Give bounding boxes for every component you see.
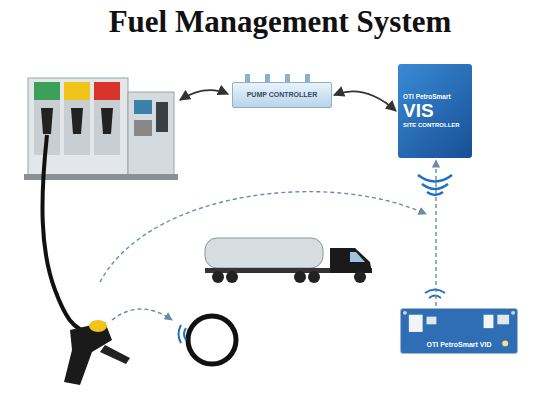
controller-connectors: [245, 74, 310, 82]
node-label: OTI PetroSmart: [403, 93, 451, 100]
fuel-dispenser: [24, 78, 178, 180]
title: Fuel Management System: [0, 4, 560, 40]
wireless-symbol: [418, 175, 452, 195]
node-label: VIS: [403, 100, 434, 122]
site-controller: OTI PetroSmartVISSITE CONTROLLER: [398, 64, 472, 158]
fuel-nozzle: [64, 320, 130, 385]
wireless-symbol: [425, 290, 445, 299]
node-label: OTI PetroSmart VID: [427, 341, 492, 349]
data-link-arrow: [180, 90, 228, 100]
fuel-hose: [42, 135, 84, 332]
node-label: PUMP CONTROLLER: [247, 91, 318, 99]
nozzle-ring: [179, 316, 237, 364]
vid-device: OTI PetroSmart VID: [400, 308, 518, 354]
pump-controller: PUMP CONTROLLER: [232, 82, 332, 108]
connector: [334, 91, 396, 111]
wireless-link: [100, 192, 426, 282]
tanker-truck: [205, 238, 372, 283]
connector: [435, 160, 436, 306]
wireless-link: [112, 309, 172, 320]
node-label: SITE CONTROLLER: [403, 122, 460, 129]
